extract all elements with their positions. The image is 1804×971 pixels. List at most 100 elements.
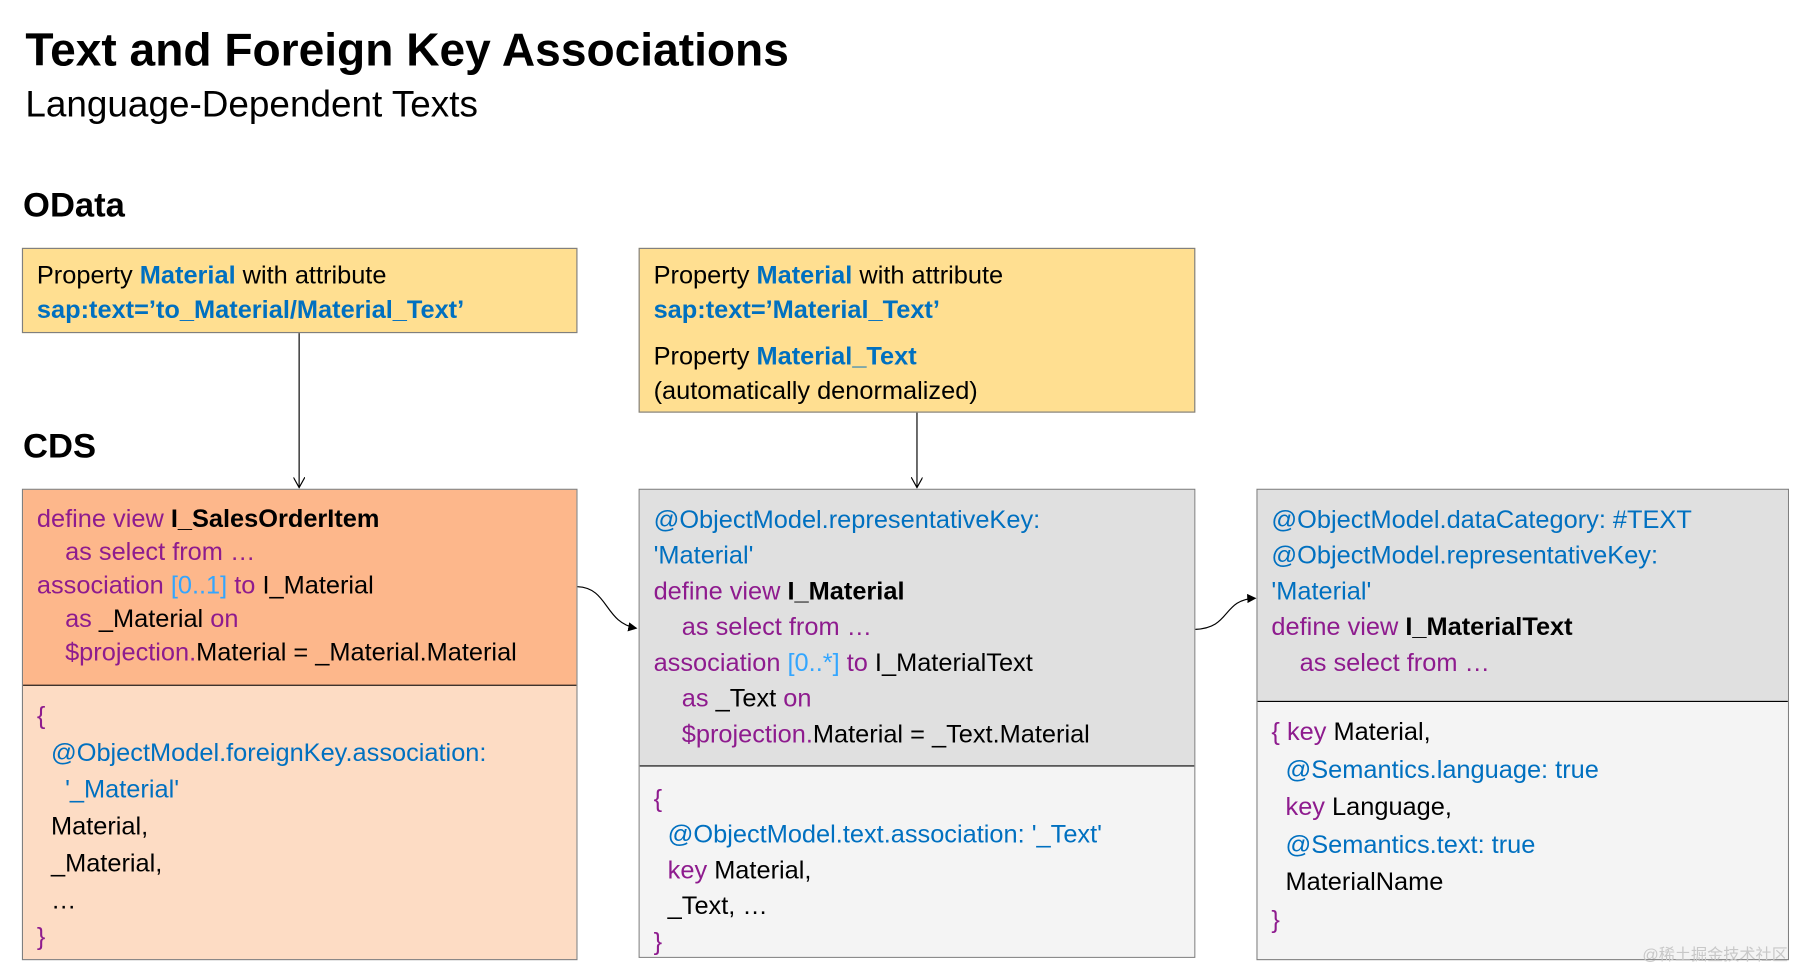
- code-line: $projection.Material = _Text.Material: [654, 716, 1195, 752]
- code-token: as: [36, 604, 99, 633]
- code-line: '_Material': [37, 771, 576, 808]
- code-token: @ObjectModel.text.association: '_Text': [653, 819, 1103, 849]
- arrow-salesorderitem-to-material: [577, 586, 638, 632]
- code-token: @Semantics.language: true: [1271, 754, 1599, 784]
- cds-view-materialtext: @ObjectModel.dataCategory: #TEXT @ObjectM…: [1256, 488, 1789, 961]
- code-token: _Text: [715, 683, 777, 713]
- code-token: [0..*]: [787, 647, 840, 677]
- code-token: Property: [653, 260, 757, 290]
- code-line: }: [37, 919, 576, 956]
- code-line: Material,: [37, 808, 576, 845]
- code-token: Material,: [36, 811, 149, 841]
- code-token: association: [653, 647, 788, 677]
- view-fields: { key Material, @Semantics.language: tru…: [1257, 701, 1788, 960]
- code-token: Language,: [1332, 791, 1452, 821]
- code-line: @ObjectModel.representativeKey:: [1271, 537, 1787, 573]
- cds-view-salesorderitem: define view I_SalesOrderItem as select f…: [21, 488, 578, 961]
- code-token: define view: [1271, 612, 1406, 641]
- code-token: MaterialName: [1271, 866, 1444, 896]
- code-line: 'Material': [1271, 573, 1787, 609]
- code-token: {: [653, 783, 663, 813]
- code-token: I_MaterialText: [1405, 612, 1573, 641]
- code-token: with attribute: [852, 260, 1004, 290]
- view-definition: define view I_SalesOrderItem as select f…: [23, 489, 577, 686]
- code-line: Property Material_Text: [654, 339, 1181, 374]
- page-subtitle: Language-Dependent Texts: [25, 82, 478, 125]
- code-line: Property Material with attribute: [37, 258, 563, 293]
- code-token: (automatically denormalized): [653, 375, 978, 405]
- code-token: $projection.: [653, 719, 813, 749]
- code-token: on: [203, 604, 239, 633]
- code-token: to: [839, 647, 875, 677]
- page-title: Text and Foreign Key Associations: [25, 25, 789, 77]
- code-token: }: [653, 926, 663, 956]
- code-token: key: [1271, 791, 1333, 821]
- code-line: as _Material on: [37, 602, 576, 635]
- code-line: {: [654, 780, 1195, 816]
- code-token: Material = _Material.Material: [196, 637, 517, 667]
- section-odata: OData: [23, 186, 125, 225]
- code-token: as: [653, 683, 716, 713]
- code-line: $projection.Material = _Material.Materia…: [37, 635, 576, 668]
- view-definition: @ObjectModel.representativeKey: 'Material…: [639, 489, 1195, 767]
- code-token: …: [36, 885, 77, 915]
- code-token: _Text, …: [653, 891, 768, 920]
- code-line: @ObjectModel.representativeKey:: [654, 501, 1195, 537]
- code-line: [654, 327, 1181, 339]
- code-token: @ObjectModel.dataCategory: #TEXT: [1271, 504, 1692, 534]
- code-line: association [0..1] to I_Material: [37, 568, 576, 601]
- view-fields: { @ObjectModel.foreignKey.association: '…: [23, 685, 577, 960]
- code-line: define view I_MaterialText: [1271, 609, 1787, 645]
- code-token: Material_Text: [756, 341, 917, 371]
- code-token: {: [36, 700, 46, 730]
- code-line: 'Material': [654, 537, 1195, 573]
- code-token: Property: [653, 341, 757, 371]
- code-token: Material = _Text.Material: [812, 719, 1090, 749]
- code-token: Material: [756, 260, 853, 290]
- section-cds: CDS: [23, 427, 97, 466]
- code-line: {: [37, 697, 576, 734]
- code-line: define view I_Material: [654, 573, 1195, 609]
- code-token: Material,: [714, 855, 812, 885]
- code-line: }: [654, 923, 1195, 959]
- code-line: @Semantics.language: true: [1271, 751, 1787, 788]
- code-token: _Material: [98, 604, 204, 633]
- view-definition: @ObjectModel.dataCategory: #TEXT @ObjectM…: [1257, 489, 1788, 702]
- code-line: as select from …: [654, 609, 1195, 645]
- code-token: 'Material': [653, 540, 754, 570]
- code-line: }: [1271, 901, 1787, 938]
- code-line: as _Text on: [654, 680, 1195, 716]
- code-token: }: [36, 922, 46, 951]
- code-token: }: [1271, 904, 1280, 934]
- cds-view-material: @ObjectModel.representativeKey: 'Material…: [638, 488, 1196, 959]
- code-token: I_SalesOrderItem: [170, 503, 380, 533]
- code-line: key Material,: [654, 852, 1195, 888]
- code-line: …: [37, 882, 576, 919]
- code-token: $projection.: [36, 637, 197, 667]
- code-token: I_MaterialText: [874, 647, 1033, 677]
- code-token: @ObjectModel.representativeKey:: [1271, 540, 1659, 570]
- code-line: @Semantics.text: true: [1271, 826, 1787, 863]
- code-token: to: [227, 570, 263, 600]
- arrow-material-to-materialtext: [1195, 593, 1257, 630]
- code-token: I_Material: [787, 576, 905, 606]
- code-line: MaterialName: [1271, 863, 1787, 900]
- code-token: Property: [36, 260, 140, 290]
- code-token: sap:text=’Material_Text’: [653, 295, 940, 324]
- code-token: { key: [1271, 716, 1334, 746]
- code-token: as select from …: [36, 537, 256, 566]
- code-token: @ObjectModel.representativeKey:: [653, 504, 1041, 534]
- code-line: Property Material with attribute: [654, 258, 1181, 293]
- code-line: sap:text=’Material_Text’: [654, 293, 1181, 328]
- code-line: key Language,: [1271, 788, 1787, 825]
- code-token: Material: [139, 260, 236, 290]
- code-line: sap:text=’to_Material/Material_Text’: [37, 293, 563, 328]
- code-line: _Material,: [37, 845, 576, 882]
- code-line: as select from …: [1271, 644, 1787, 680]
- code-token: sap:text=’to_Material/Material_Text’: [36, 295, 465, 324]
- code-line: (automatically denormalized): [654, 373, 1181, 408]
- code-token: key: [653, 855, 715, 885]
